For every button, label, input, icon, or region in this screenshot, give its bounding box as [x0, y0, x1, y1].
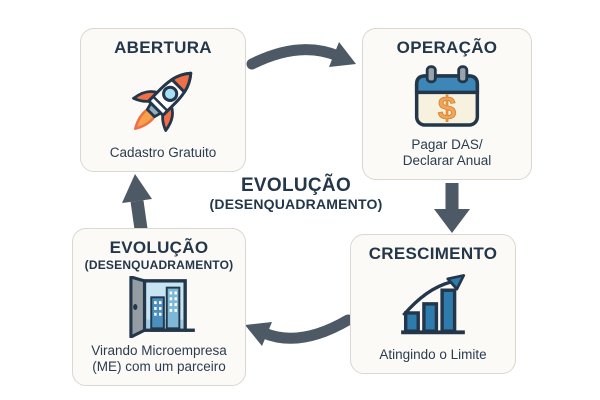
node-abertura: ABERTURA Cadastro Gratuito — [80, 28, 246, 172]
node-evolucao-title: EVOLUÇÃO — [109, 238, 209, 257]
node-abertura-caption: Cadastro Gratuito — [110, 145, 217, 161]
caption-line: Cadastro Gratuito — [109, 144, 217, 160]
caption-line: Atingindo o Limite — [379, 346, 487, 362]
caption-line: Declarar Anual — [402, 152, 492, 168]
arrow-operacao-to-crescimento — [434, 183, 470, 233]
node-abertura-title: ABERTURA — [114, 38, 212, 57]
caption-line: Pagar DAS/ — [411, 136, 483, 152]
arrow-crescimento-to-evolucao — [245, 314, 354, 346]
bar-chart-growth-icon — [393, 264, 473, 347]
node-crescimento: CRESCIMENTO Atingindo o Limite — [350, 234, 516, 374]
center-label-subtitle: (DESENQUADRAMENTO) — [209, 195, 383, 212]
node-evolucao-subtitle: (DESENQUADRAMENTO) — [84, 257, 234, 272]
center-label-title: EVOLUÇÃO — [240, 175, 352, 196]
calendar-dollar-icon: $ — [408, 58, 486, 137]
node-crescimento-caption: Atingindo o Limite — [379, 347, 486, 363]
node-crescimento-title: CRESCIMENTO — [368, 244, 498, 263]
rocket-icon — [120, 58, 206, 145]
arrow-abertura-to-operacao — [246, 42, 356, 70]
center-label: EVOLUÇÃO (DESENQUADRAMENTO) — [146, 175, 446, 212]
node-evolucao-caption: Virando Microempresa (ME) com um parceir… — [91, 343, 227, 375]
caption-line: (ME) com um parceiro — [92, 358, 226, 374]
arrow-evolucao-to-abertura — [122, 174, 152, 230]
node-operacao: OPERAÇÃO $ Pagar DAS/ Declarar Anual — [362, 28, 532, 180]
open-door-icon — [116, 272, 202, 343]
svg-text:$: $ — [438, 89, 456, 126]
node-operacao-caption: Pagar DAS/ Declarar Anual — [403, 137, 492, 169]
node-evolucao: EVOLUÇÃO (DESENQUADRAMENTO) — [72, 228, 246, 386]
node-operacao-title: OPERAÇÃO — [396, 38, 498, 57]
caption-line: Virando Microempresa — [91, 342, 227, 358]
